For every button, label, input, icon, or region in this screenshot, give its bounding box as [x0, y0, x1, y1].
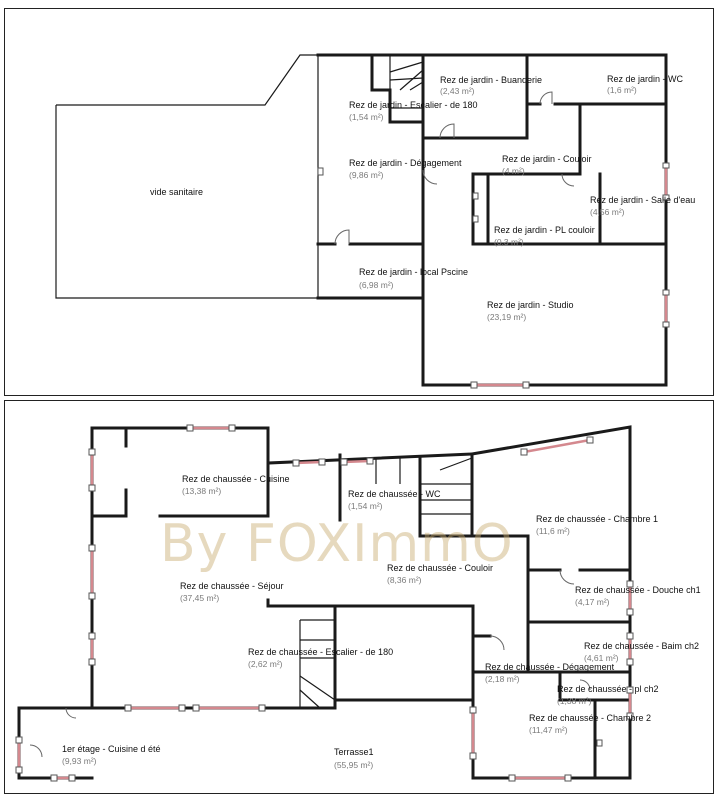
- svg-text:Rez de chaussée - Chambre 1: Rez de chaussée - Chambre 1: [536, 514, 658, 524]
- room-label: Rez de chaussée - Baim ch2 (4,61 m²): [584, 641, 699, 663]
- room-label: Rez de jardin - Escalier - de 180 (1,54 …: [349, 100, 478, 122]
- svg-text:Rez de jardin - Salle d'eau: Rez de jardin - Salle d'eau: [590, 195, 695, 205]
- svg-text:(2,18 m²): (2,18 m²): [485, 674, 520, 684]
- svg-text:(1,54 m²): (1,54 m²): [348, 501, 383, 511]
- room-label: Rez de chaussée - Séjour (37,45 m²): [180, 581, 284, 603]
- vide-sanitaire-label: vide sanitaire: [150, 187, 203, 197]
- svg-text:(9,93 m²): (9,93 m²): [62, 756, 97, 766]
- svg-text:Rez de chaussée - pl ch2: Rez de chaussée - pl ch2: [557, 684, 659, 694]
- svg-text:(4,17 m²): (4,17 m²): [575, 597, 610, 607]
- svg-text:(23,19 m²): (23,19 m²): [487, 312, 526, 322]
- svg-text:(4 m²): (4 m²): [502, 166, 525, 176]
- svg-text:(4,56 m²): (4,56 m²): [590, 207, 625, 217]
- svg-text:Rez de chaussée - Douche ch1: Rez de chaussée - Douche ch1: [575, 585, 701, 595]
- watermark: By FOXImmO: [160, 514, 514, 574]
- svg-text:Rez de jardin - Couloir: Rez de jardin - Couloir: [502, 154, 592, 164]
- room-label: Rez de chaussée - Douche ch1 (4,17 m²): [575, 585, 701, 607]
- svg-text:Rez de jardin - WC: Rez de jardin - WC: [607, 74, 684, 84]
- svg-text:Rez de jardin - local Pscine: Rez de jardin - local Pscine: [359, 267, 468, 277]
- svg-text:(1,54 m²): (1,54 m²): [349, 112, 384, 122]
- room-label: Rez de jardin - Salle d'eau (4,56 m²): [590, 195, 695, 217]
- svg-text:(11,47 m²): (11,47 m²): [529, 725, 568, 735]
- svg-text:(6,98 m²): (6,98 m²): [359, 280, 394, 290]
- svg-text:(55,95 m²): (55,95 m²): [334, 760, 373, 770]
- room-label: Rez de chaussée - Couloir (8,36 m²): [387, 563, 493, 585]
- ground-floor-walls: [15, 424, 634, 782]
- svg-text:(2,43 m²): (2,43 m²): [440, 86, 475, 96]
- svg-text:(9,86 m²): (9,86 m²): [349, 170, 384, 180]
- svg-text:(4,61 m²): (4,61 m²): [584, 653, 619, 663]
- room-label: Rez de jardin - Couloir (4 m²): [502, 154, 592, 176]
- svg-text:Terrasse1: Terrasse1: [334, 747, 374, 757]
- room-label: Rez de chaussée - Dégagement (2,18 m²): [485, 662, 615, 684]
- svg-text:(1,6 m²): (1,6 m²): [607, 85, 637, 95]
- room-label: Rez de jardin - local Pscine (6,98 m²): [359, 267, 468, 290]
- room-label: Rez de jardin - Studio (23,19 m²): [487, 300, 574, 322]
- svg-text:Rez de chaussée - Baim ch2: Rez de chaussée - Baim ch2: [584, 641, 699, 651]
- room-label: Rez de jardin - WC (1,6 m²): [607, 74, 684, 95]
- svg-text:Rez de chaussée - Couloir: Rez de chaussée - Couloir: [387, 563, 493, 573]
- room-label: Rez de chaussée - Chambre 1 (11,6 m²): [536, 514, 658, 536]
- room-label: Rez de chaussée - Chambre 2 (11,47 m²): [529, 713, 651, 735]
- room-label: Rez de jardin - PL couloir (0,3 m²): [494, 225, 595, 247]
- svg-text:Rez de chaussée - Chambre 2: Rez de chaussée - Chambre 2: [529, 713, 651, 723]
- room-label: Rez de chaussée - pl ch2 (1,38 m²): [557, 684, 659, 706]
- svg-text:Rez de jardin - Dégagement: Rez de jardin - Dégagement: [349, 158, 462, 168]
- room-label: Rez de chaussée - Cuisine (13,38 m²): [182, 474, 290, 496]
- room-label: Rez de chaussée - WC (1,54 m²): [348, 489, 441, 511]
- svg-text:(13,38 m²): (13,38 m²): [182, 486, 221, 496]
- svg-text:Rez de jardin - Buanderie: Rez de jardin - Buanderie: [440, 75, 542, 85]
- svg-text:(0,3 m²): (0,3 m²): [494, 237, 524, 247]
- svg-text:Rez de jardin - Escalier - de: Rez de jardin - Escalier - de 180: [349, 100, 478, 110]
- svg-text:(8,36 m²): (8,36 m²): [387, 575, 422, 585]
- svg-text:Rez de jardin - Studio: Rez de jardin - Studio: [487, 300, 574, 310]
- garden-level-walls: [55, 53, 670, 389]
- svg-text:Rez de chaussée - Séjour: Rez de chaussée - Séjour: [180, 581, 284, 591]
- svg-text:1er étage - Cuisine d été: 1er étage - Cuisine d été: [62, 744, 161, 754]
- svg-text:(2,62 m²): (2,62 m²): [248, 659, 283, 669]
- room-label: Terrasse1 (55,95 m²): [334, 747, 374, 770]
- svg-text:Rez de jardin - PL couloir: Rez de jardin - PL couloir: [494, 225, 595, 235]
- room-label: Rez de jardin - Dégagement (9,86 m²): [349, 158, 462, 180]
- room-label: Rez de jardin - Buanderie (2,43 m²): [440, 75, 542, 96]
- garden-level-plan: [4, 8, 714, 396]
- svg-text:Rez de chaussée - WC: Rez de chaussée - WC: [348, 489, 441, 499]
- ground-floor-plan: [4, 400, 714, 794]
- svg-text:(1,38 m²): (1,38 m²): [557, 696, 592, 706]
- svg-text:Rez de chaussée - Cuisine: Rez de chaussée - Cuisine: [182, 474, 290, 484]
- room-label: 1er étage - Cuisine d été (9,93 m²): [62, 744, 161, 766]
- svg-text:Rez de chaussée - Escalier - d: Rez de chaussée - Escalier - de 180: [248, 647, 393, 657]
- room-label: Rez de chaussée - Escalier - de 180 (2,6…: [248, 647, 393, 669]
- svg-text:Rez de chaussée - Dégagement: Rez de chaussée - Dégagement: [485, 662, 615, 672]
- svg-text:(37,45 m²): (37,45 m²): [180, 593, 219, 603]
- svg-text:(11,6 m²): (11,6 m²): [536, 526, 570, 536]
